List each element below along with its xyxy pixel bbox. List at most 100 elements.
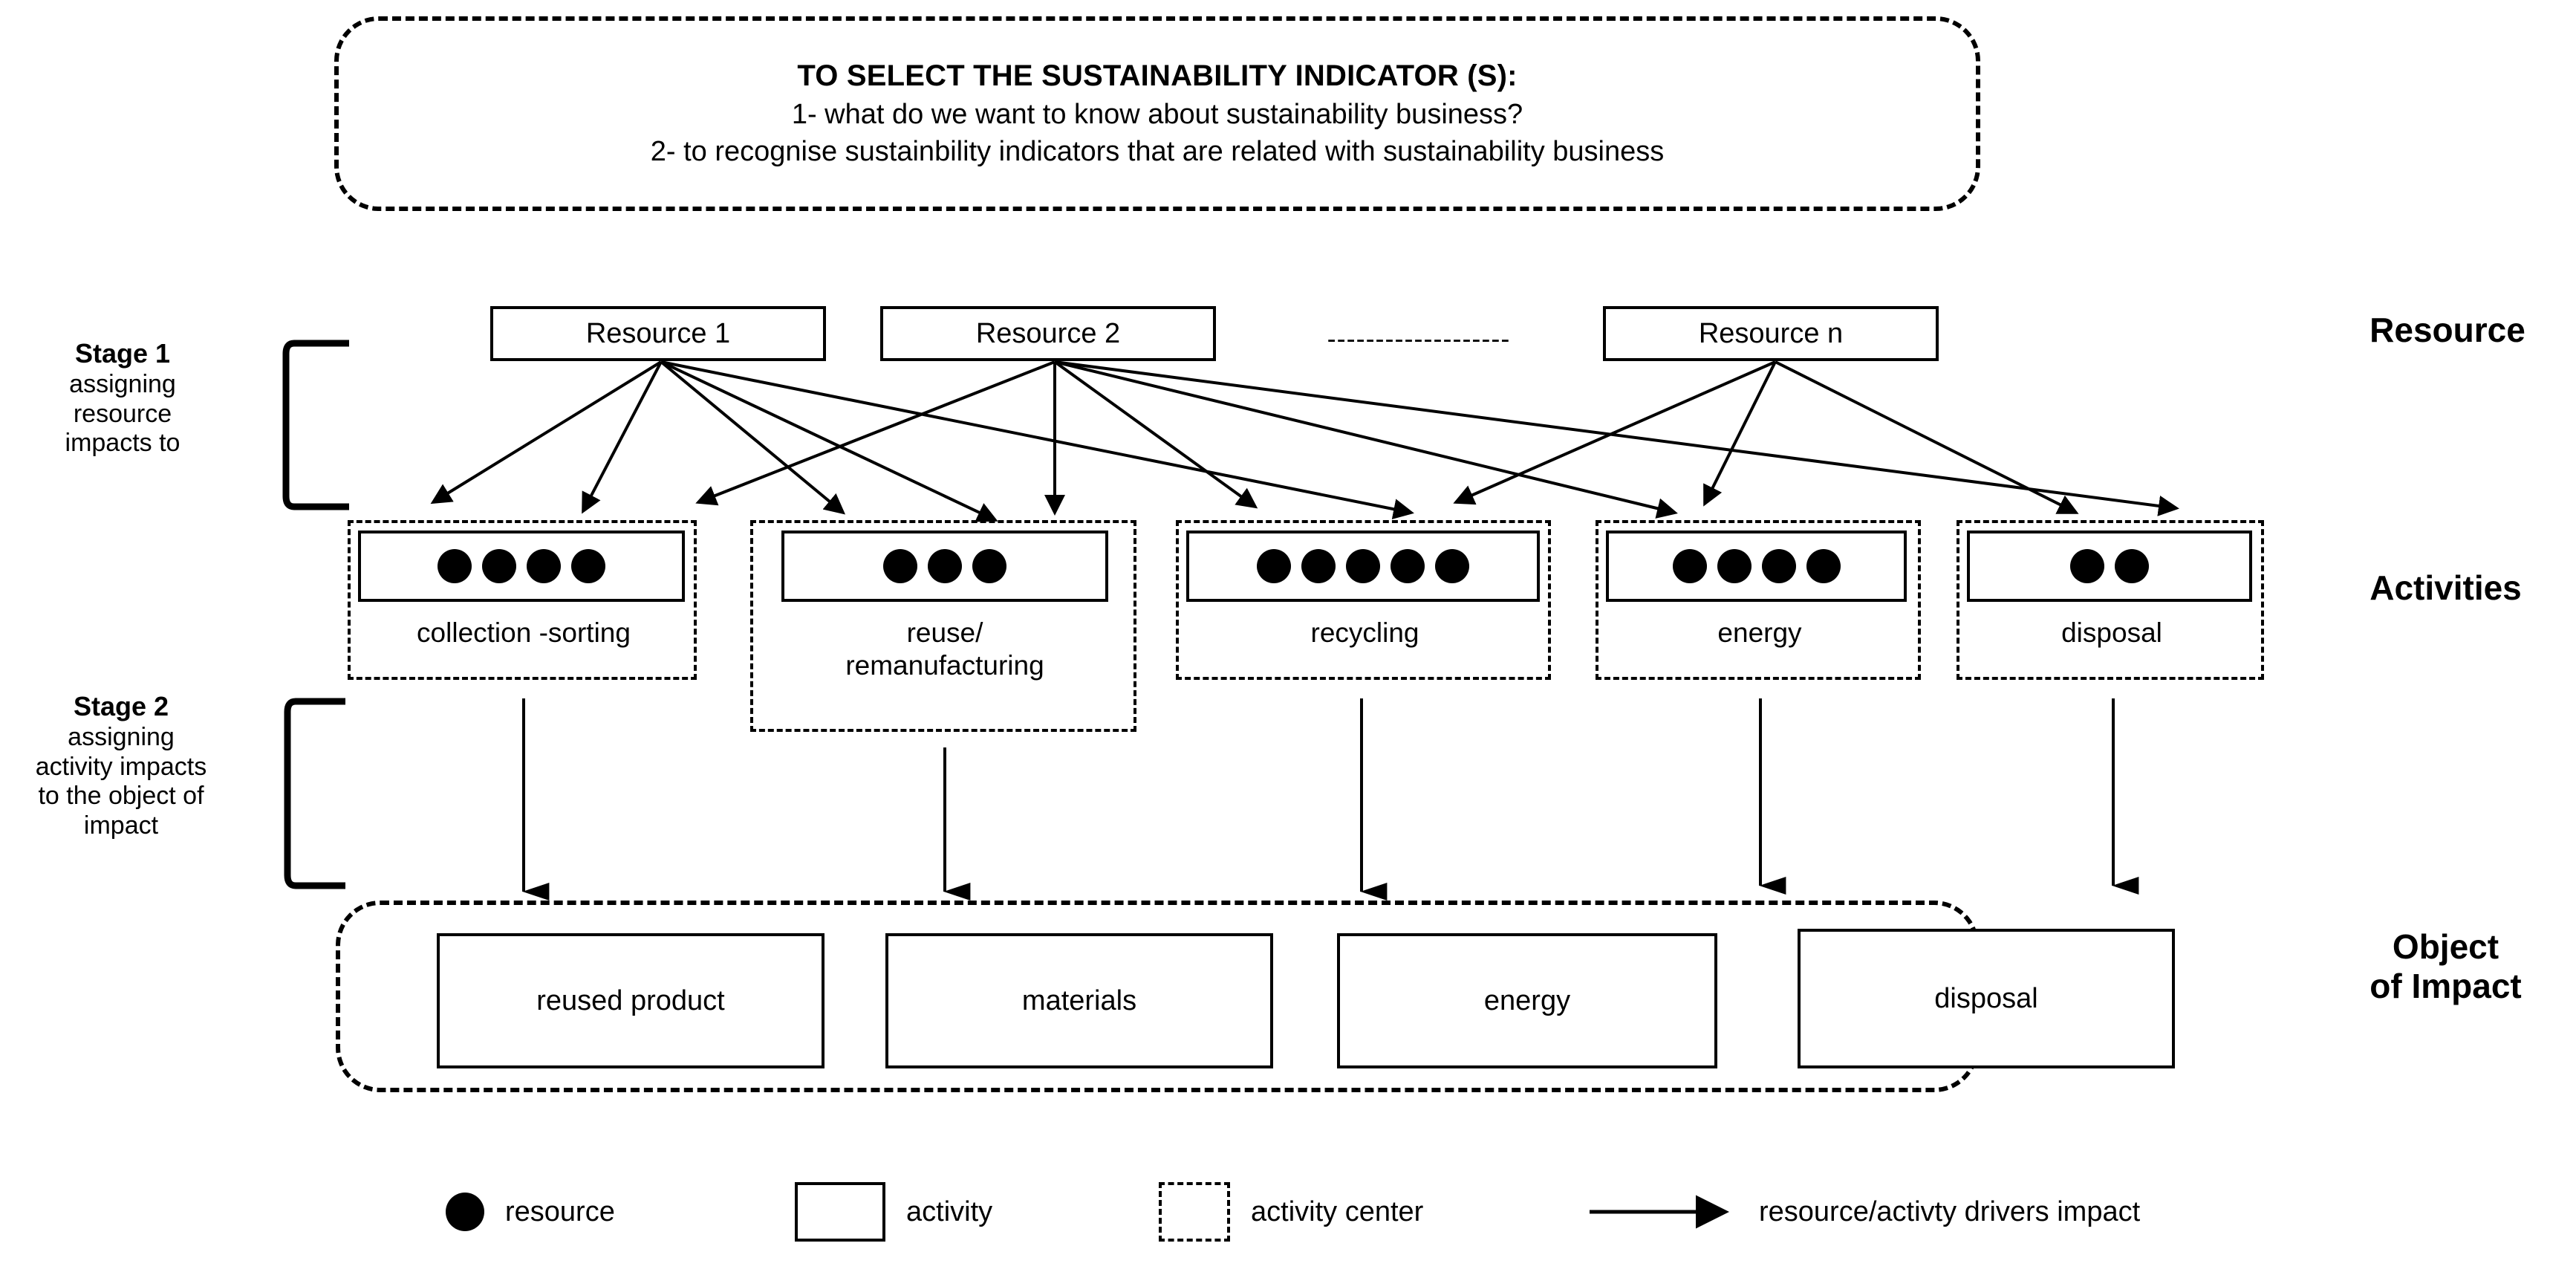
stage-1-label: Stage 1 assigning resource impacts to: [0, 338, 253, 458]
resource-dot: [1717, 549, 1752, 583]
activity-box-energy[interactable]: [1606, 531, 1907, 602]
stage-2-desc-4: impact: [83, 811, 159, 840]
resource-dot: [972, 549, 1006, 583]
resource-box-n[interactable]: Resource n: [1603, 306, 1939, 361]
activity-box-disposal[interactable]: [1967, 531, 2252, 602]
resource-box-n-label: Resource n: [1698, 317, 1844, 349]
legend-label-drivers-impact: resource/activty drivers impact: [1759, 1195, 2141, 1227]
arrow-r2-to-energy: [1054, 360, 1678, 519]
activity-box-recycling[interactable]: [1186, 531, 1540, 602]
stage-2-desc-2: activity impacts: [35, 752, 207, 781]
arrow-r1-to-recycling: [660, 360, 1414, 519]
stage-1-desc-1: assigning: [69, 369, 176, 398]
activity-label-reuse-line1: reuse/: [906, 617, 983, 648]
legend-label-resource: resource: [505, 1195, 615, 1227]
arrow-r1-to-reuse-b: [660, 360, 998, 522]
arrow-r2-to-collection: [695, 360, 1056, 506]
resource-dot: [1435, 549, 1469, 583]
object-box-disposal-label: disposal: [1934, 982, 2038, 1014]
activity-label-reuse-remanufacturing: reuse/ remanufacturing: [753, 617, 1136, 681]
resource-dot: [527, 549, 561, 583]
resource-dot: [438, 549, 472, 583]
resource-dot: [1257, 549, 1291, 583]
resource-box-1-label: Resource 1: [585, 317, 731, 349]
stage-2-desc-3: to the object of: [38, 782, 204, 811]
activity-box-reuse-remanufacturing[interactable]: [781, 531, 1108, 602]
resource-box-1[interactable]: Resource 1: [490, 306, 826, 361]
object-box-materials[interactable]: materials: [885, 933, 1273, 1068]
header-question-1: 1- what do we want to know about sustain…: [791, 99, 1523, 131]
legend-label-activity-center: activity center: [1251, 1195, 1424, 1227]
resource-dot: [1391, 549, 1425, 583]
activity-label-collection-sorting: collection -sorting: [417, 617, 631, 648]
activity-box-collection-sorting[interactable]: [358, 531, 685, 602]
legend: resource activity activity center: [446, 1178, 2303, 1259]
filled-circle-icon: [446, 1193, 484, 1231]
header-question-2: 2- to recognise sustainbility indicators…: [650, 136, 1665, 168]
activity-label-reuse-line2: remanufacturing: [845, 649, 1044, 681]
resource-n-connectors: [1453, 360, 2079, 514]
row-caption-activities: Activities: [2370, 568, 2522, 607]
resource-box-2-label: Resource 2: [975, 317, 1121, 349]
activity-center-reuse-remanufacturing[interactable]: reuse/ remanufacturing: [750, 520, 1136, 732]
legend-label-activity: activity: [906, 1195, 993, 1227]
arrow-r1-to-reuse: [660, 360, 846, 515]
resource-dot: [1806, 549, 1841, 583]
stage-2-bracket: [284, 698, 345, 889]
resource-dot: [1301, 549, 1336, 583]
arrow-rn-to-energy: [1703, 361, 1777, 507]
resource-dot: [2115, 549, 2149, 583]
stage-2-title: Stage 2: [73, 691, 169, 721]
activity-label-energy: energy: [1717, 617, 1802, 648]
stage-2-label: Stage 2 assigning activity impacts to th…: [0, 691, 251, 841]
arrow-r2-to-disposal: [1054, 360, 2179, 516]
header-title: TO SELECT THE SUSTAINABILITY INDICATOR (…: [797, 59, 1518, 93]
object-box-reused-product[interactable]: reused product: [437, 933, 824, 1068]
stage-1-bracket: [282, 340, 349, 510]
resource-dot: [482, 549, 516, 583]
dashdot-rectangle-icon: [1159, 1182, 1230, 1242]
row-caption-object-line1: Object: [2392, 927, 2499, 966]
resource-dot: [1761, 549, 1796, 583]
resource-box-2[interactable]: Resource 2: [880, 306, 1216, 361]
resource-dot: [571, 549, 605, 583]
activity-center-recycling[interactable]: recycling: [1176, 520, 1551, 680]
resource-ellipsis: -------------------: [1327, 323, 1511, 354]
row-caption-object-line2: of Impact: [2370, 966, 2522, 1005]
row-caption-object-of-impact: Object of Impact: [2318, 927, 2574, 1006]
legend-item-activity: activity: [795, 1182, 992, 1242]
resource-dot: [1346, 549, 1380, 583]
resource-dot: [883, 549, 917, 583]
arrow-r1-to-collection: [430, 360, 663, 505]
activity-center-disposal[interactable]: disposal: [1957, 520, 2264, 680]
object-box-energy[interactable]: energy: [1337, 933, 1717, 1068]
object-box-reused-product-label: reused product: [536, 984, 725, 1016]
object-box-disposal[interactable]: disposal: [1798, 929, 2175, 1068]
legend-item-resource: resource: [446, 1193, 615, 1231]
arrow-rn-to-disposal: [1775, 360, 2079, 514]
resource-dot: [928, 549, 962, 583]
stage-2-desc-1: assigning: [68, 722, 175, 751]
header-banner: TO SELECT THE SUSTAINABILITY INDICATOR (…: [334, 16, 1980, 211]
activity-center-energy[interactable]: energy: [1596, 520, 1921, 680]
resource-dot: [1672, 549, 1707, 583]
activity-label-recycling: recycling: [1310, 617, 1419, 648]
arrow-r1-to-collection-b: [582, 361, 663, 514]
legend-item-activity-center: activity center: [1159, 1182, 1423, 1242]
stage-1-desc-2: resource: [73, 399, 172, 428]
arrow-r2-to-recycling: [1053, 360, 1258, 509]
activity-center-collection-sorting[interactable]: collection -sorting: [348, 520, 697, 680]
object-box-materials-label: materials: [1021, 984, 1137, 1016]
row-caption-resource: Resource: [2370, 311, 2525, 349]
resource-2-connectors: [695, 360, 2179, 519]
arrow-right-icon: [1590, 1191, 1738, 1233]
arrow-rn-to-recycling: [1453, 360, 1776, 505]
activity-label-disposal: disposal: [2061, 617, 2162, 648]
legend-item-drivers-impact: resource/activty drivers impact: [1590, 1191, 2140, 1233]
resource-dot: [2070, 549, 2104, 583]
stage-1-title: Stage 1: [74, 338, 171, 369]
solid-rectangle-icon: [795, 1182, 885, 1242]
stage-1-desc-3: impacts to: [65, 429, 180, 458]
resource-1-connectors: [430, 360, 1414, 522]
